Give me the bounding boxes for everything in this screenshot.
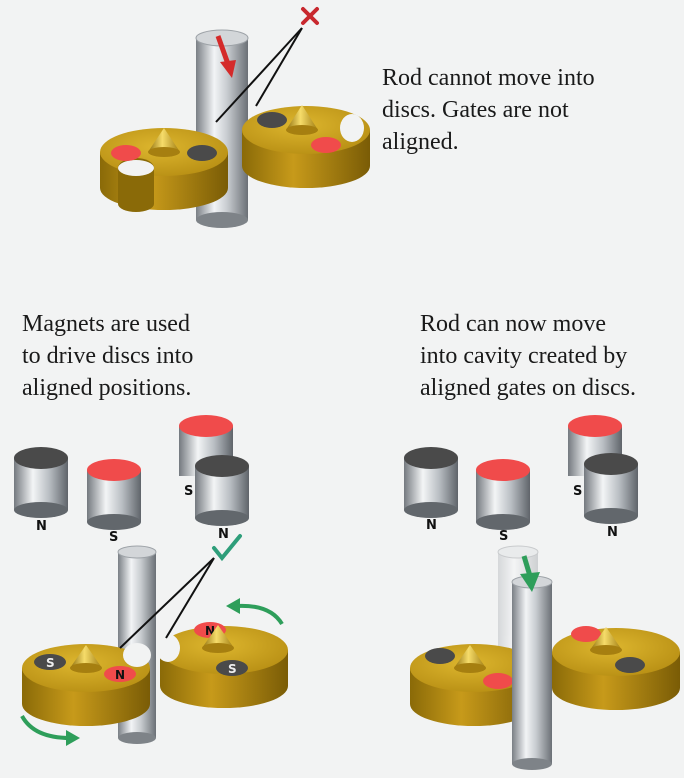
caption-line: aligned positions. xyxy=(22,375,192,401)
caption-line: aligned gates on discs. xyxy=(420,375,636,401)
rotate-arrow-icon xyxy=(226,598,284,626)
down-arrow-green-icon xyxy=(520,555,540,592)
disc-right xyxy=(242,105,370,188)
caption-line: aligned. xyxy=(382,129,459,155)
magnet: N xyxy=(195,455,249,542)
magnet-label: S xyxy=(109,530,118,545)
disc-pole-label: N xyxy=(205,624,215,638)
rod xyxy=(511,575,553,770)
caption-line: Rod cannot move into xyxy=(382,65,595,91)
disc-pole-label: S xyxy=(46,656,55,670)
magnet: S xyxy=(87,459,141,545)
disc-pole-label: N xyxy=(115,668,125,682)
magnet: S xyxy=(476,459,530,544)
caption-line: into cavity created by xyxy=(420,343,628,369)
magnet: N xyxy=(14,447,68,534)
magnet-label: N xyxy=(426,518,437,533)
magnet-label: S xyxy=(573,484,582,499)
disc-right xyxy=(552,626,680,710)
disc-left xyxy=(410,644,538,726)
magnet: N xyxy=(584,453,638,540)
pointer-lines xyxy=(119,557,215,649)
magnet: N xyxy=(404,447,458,533)
disc-pole-label: S xyxy=(228,662,237,676)
red-x-icon xyxy=(301,7,319,25)
scene-blocked xyxy=(100,7,370,228)
scene-magnets: N S S N xyxy=(14,415,288,746)
down-arrow-red-icon xyxy=(215,35,236,78)
magnet-label: N xyxy=(36,519,47,534)
magnet-label: S xyxy=(184,484,193,499)
pointer-lines xyxy=(215,27,303,123)
magnet-label: N xyxy=(218,527,229,542)
disc-right: N S xyxy=(156,622,288,708)
caption-line: Rod can now move xyxy=(420,311,606,337)
caption-rod-blocked: Rod cannot move into discs. Gates are no… xyxy=(382,62,595,158)
disc-left: S N xyxy=(22,643,151,726)
magnet-label: S xyxy=(499,529,508,544)
rotate-arrow-icon xyxy=(20,714,80,746)
caption-magnets: Magnets are used to drive discs into ali… xyxy=(22,308,193,404)
caption-rod-moves: Rod can now move into cavity created by … xyxy=(420,308,636,404)
caption-line: Magnets are used xyxy=(22,311,190,337)
caption-line: to drive discs into xyxy=(22,343,194,369)
caption-line: discs. Gates are not xyxy=(382,97,569,123)
scene-aligned: N S S N xyxy=(404,415,680,770)
disc-left xyxy=(100,128,228,212)
green-check-icon xyxy=(212,534,242,562)
magnet: S xyxy=(568,415,622,499)
magnet-label: N xyxy=(607,525,618,540)
